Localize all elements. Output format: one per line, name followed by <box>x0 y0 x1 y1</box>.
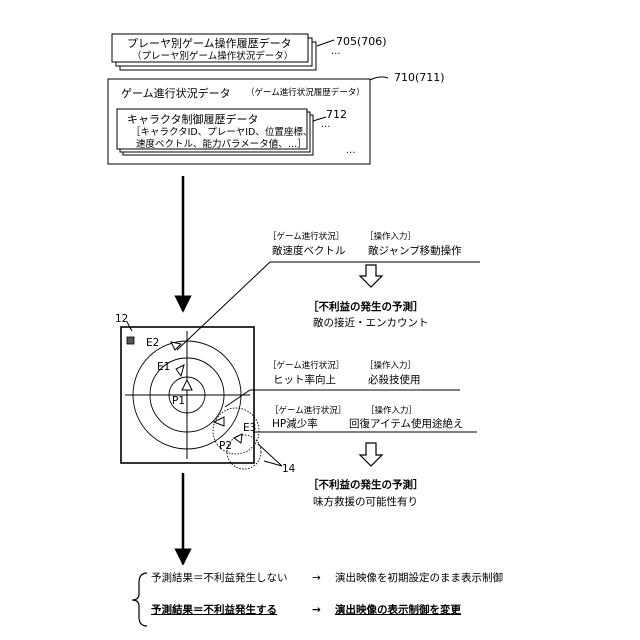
result-1-arrow: → <box>312 573 321 584</box>
e1-label: E1 <box>157 362 170 373</box>
a2-input-header: ［操作入力］ <box>365 362 416 371</box>
prediction-1-value: 敵の接近・エンカウント <box>313 318 429 329</box>
progress-ref-leader <box>370 77 388 80</box>
control-data-line1: ［キャラクタID、プレーヤID、位置座標、 <box>131 128 312 138</box>
prediction-arrow-1 <box>360 265 382 287</box>
a3-input-value: 回復アイテム使用途絶え <box>349 419 463 430</box>
a2-status-header: ［ゲーム進行状況］ <box>268 362 344 371</box>
a1-input-header: ［操作入力］ <box>365 233 416 242</box>
a3-status-header: ［ゲーム進行状況］ <box>270 407 346 416</box>
prediction-2-value: 味方救援の可能性有り <box>313 497 418 508</box>
progress-data-title: ゲーム進行状況データ <box>121 88 231 99</box>
history-data-ref: 705(706) <box>336 36 387 47</box>
prediction-1-header: ［不利益の発生の予測］ <box>308 302 424 313</box>
progress-data-ref: 710(711) <box>394 72 445 83</box>
ref-12-label: 12 <box>115 314 128 325</box>
a3-status-value: HP減少率 <box>272 419 318 430</box>
result-2-condition: 予測結果＝不利益発生する <box>151 605 277 616</box>
prediction-2-header: ［不利益の発生の予測］ <box>308 480 424 491</box>
control-data-line2: 速度ベクトル、能力パラメータ値、…］ <box>136 140 307 150</box>
history-data-subtitle: （プレーヤ別ゲーム操作状況データ） <box>132 52 293 62</box>
results-brace <box>132 573 147 626</box>
annotation-2-leader <box>225 390 460 407</box>
a2-status-value: ヒット率向上 <box>273 375 336 386</box>
p1-label: P1 <box>172 396 185 407</box>
e2-label: E2 <box>146 338 159 349</box>
control-data-title: キャラクタ制御履歴データ <box>127 114 259 125</box>
a1-input-value: 敵ジャンプ移動操作 <box>368 246 462 257</box>
a1-status-value: 敵速度ベクトル <box>272 246 346 257</box>
progress-data-ellipsis: … <box>346 146 356 156</box>
history-data-title: プレーヤ別ゲーム操作履歴データ <box>127 38 292 49</box>
result-1-action: 演出映像を初期設定のまま表示制御 <box>335 573 503 584</box>
progress-data-subtitle: （ゲーム進行状況履歴データ） <box>246 89 365 98</box>
a2-input-value: 必殺技使用 <box>368 375 421 386</box>
ref-14-label: 14 <box>282 464 295 475</box>
result-2-action: 演出映像の表示制御を変更 <box>335 605 461 616</box>
a1-status-header: ［ゲーム進行状況］ <box>268 233 344 242</box>
e3-label: E3 <box>243 423 256 434</box>
control-data-ellipsis: … <box>321 120 331 130</box>
result-2-arrow: → <box>312 605 321 616</box>
prediction-arrow-2 <box>360 443 382 466</box>
screen-corner-mark <box>127 337 134 344</box>
a3-input-header: ［操作入力］ <box>366 407 417 416</box>
result-1-condition: 予測結果＝不利益発生しない <box>151 573 288 584</box>
p2-label: P2 <box>219 441 232 452</box>
history-data-ellipsis: … <box>331 47 341 57</box>
